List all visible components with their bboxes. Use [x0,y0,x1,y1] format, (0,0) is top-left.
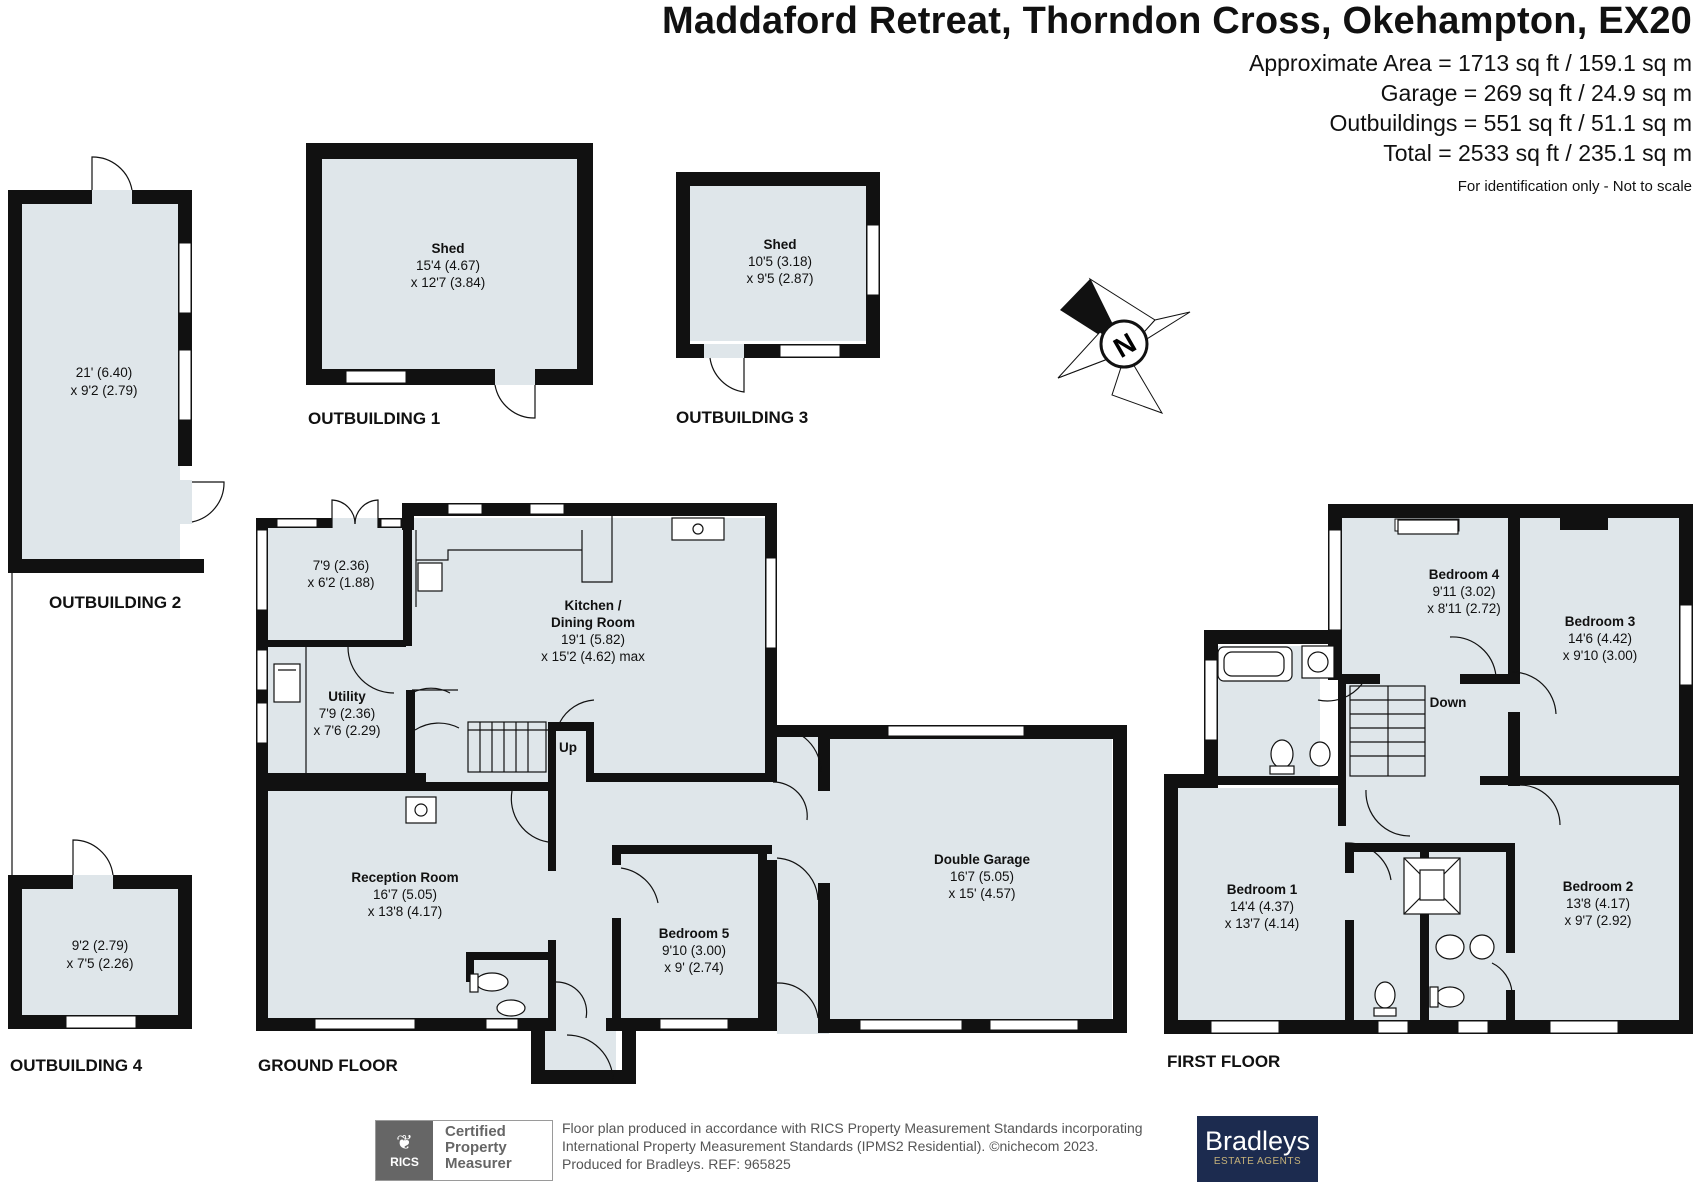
bedroom-3-dim-1: 14'6 (4.42) [1568,631,1632,646]
outbuilding-4-dim-2: x 7'5 (2.26) [66,956,133,971]
rics-certified-line-1: Certified [445,1123,506,1140]
garage-area: Garage = 269 sq ft / 24.9 sq m [1380,80,1692,106]
bedroom-4-name: Bedroom 4 [1429,567,1500,582]
rics-crest-icon: ❦ [396,1131,413,1154]
first-floor: Bedroom 4 9'11 (3.02) x 8'11 (2.72) Bedr… [1164,504,1693,1034]
section-ground-floor: GROUND FLOOR [258,1056,398,1075]
outbuilding-2-dim-1: 21' (6.40) [76,365,133,380]
bedroom-1-dim-2: x 13'7 (4.14) [1225,916,1300,931]
section-outbuilding-2: OUTBUILDING 2 [49,593,181,612]
shed-3-name: Shed [763,237,796,252]
kitchen-name-1: Kitchen / [564,598,621,613]
porch-dim-2: x 6'2 (1.88) [307,575,374,590]
ground-floor: 7'9 (2.36) x 6'2 (1.88) Utility 7'9 (2.3… [256,499,1127,1084]
stairs-down-label: Down [1430,695,1467,710]
bedroom-4-dim-1: 9'11 (3.02) [1432,584,1495,599]
shed-3-dim-1: 10'5 (3.18) [748,254,812,269]
bedroom-2-name: Bedroom 2 [1563,879,1634,894]
footer-disclaimer: Floor plan produced in accordance with R… [562,1119,1202,1173]
outbuilding-2-dim-2: x 9'2 (2.79) [70,383,137,398]
approximate-area: Approximate Area = 1713 sq ft / 159.1 sq… [1248,50,1692,76]
bedroom-2-dim-2: x 9'7 (2.92) [1564,913,1631,928]
footer-line-1: Floor plan produced in accordance with R… [562,1120,1143,1136]
reception-dim-1: 16'7 (5.05) [373,887,437,902]
scale-note: For identification only - Not to scale [1457,178,1692,195]
shed-1-dim-2: x 12'7 (3.84) [411,275,486,290]
bedroom-2-dim-1: 13'8 (4.17) [1566,896,1630,911]
kitchen-dim-1: 19'1 (5.82) [561,632,625,647]
brand-name: Bradleys [1204,1126,1311,1156]
bradleys-logo: Bradleys ESTATE AGENTS [1197,1116,1318,1182]
shed-1-dim-1: 15'4 (4.67) [416,258,480,273]
outbuilding-1: Shed 15'4 (4.67) x 12'7 (3.84) [306,143,593,419]
garage-dim-1: 16'7 (5.05) [950,869,1014,884]
stairs-down-icon [1349,685,1426,777]
bedroom-5-dim-2: x 9' (2.74) [664,960,724,975]
brand-subtitle: ESTATE AGENTS [1213,1156,1302,1167]
section-outbuilding-3: OUTBUILDING 3 [676,408,808,427]
shed-1-name: Shed [431,241,464,256]
reception-name: Reception Room [351,870,458,885]
page-title: Maddaford Retreat, Thorndon Cross, Okeha… [661,0,1692,42]
outbuildings-area: Outbuildings = 551 sq ft / 51.1 sq m [1329,110,1692,136]
outbuilding-4-dim-1: 9'2 (2.79) [72,938,129,953]
rics-certified-line-2: Property [445,1139,507,1156]
section-outbuilding-4: OUTBUILDING 4 [10,1056,143,1075]
bedroom-1-name: Bedroom 1 [1227,882,1298,897]
section-outbuilding-1: OUTBUILDING 1 [308,409,440,428]
compass-icon: N [1057,277,1191,414]
reception-dim-2: x 13'8 (4.17) [368,904,443,919]
bedroom-4-dim-2: x 8'11 (2.72) [1427,601,1501,616]
rics-badge: ❦ RICS Certified Property Measurer [375,1120,553,1181]
porch-dim-1: 7'9 (2.36) [313,558,370,573]
section-first-floor: FIRST FLOOR [1167,1052,1280,1071]
bedroom-3-name: Bedroom 3 [1565,614,1636,629]
outbuilding-2: 21' (6.40) x 9'2 (2.79) [8,156,225,875]
kitchen-dim-2: x 15'2 (4.62) max [541,649,645,664]
utility-name: Utility [328,689,366,704]
footer-line-3: Produced for Bradleys. REF: 965825 [562,1156,791,1172]
utility-dim-1: 7'9 (2.36) [319,706,376,721]
bedroom-5-name: Bedroom 5 [659,926,730,941]
garage-dim-2: x 15' (4.57) [948,886,1015,901]
bedroom-5-dim-1: 9'10 (3.00) [662,943,726,958]
rics-certified-line-3: Measurer [445,1155,512,1172]
utility-dim-2: x 7'6 (2.29) [313,723,380,738]
rics-certified-text: Certified Property Measurer [433,1121,512,1180]
outbuilding-3: Shed 10'5 (3.18) x 9'5 (2.87) [676,172,880,393]
bedroom-1-dim-1: 14'4 (4.37) [1230,899,1294,914]
total-area: Total = 2533 sq ft / 235.1 sq m [1383,140,1692,166]
kitchen-name-2: Dining Room [551,615,635,630]
stairs-up-label: Up [559,740,577,755]
rics-logo: ❦ RICS [376,1121,433,1180]
outbuilding-4: 9'2 (2.79) x 7'5 (2.26) [8,839,192,1029]
garage-name: Double Garage [934,852,1031,867]
footer-line-2: International Property Measurement Stand… [562,1138,1099,1154]
stairs-icon [467,721,548,773]
rics-logo-text: RICS [390,1154,419,1169]
bedroom-3-dim-2: x 9'10 (3.00) [1563,648,1638,663]
shed-3-dim-2: x 9'5 (2.87) [746,271,813,286]
